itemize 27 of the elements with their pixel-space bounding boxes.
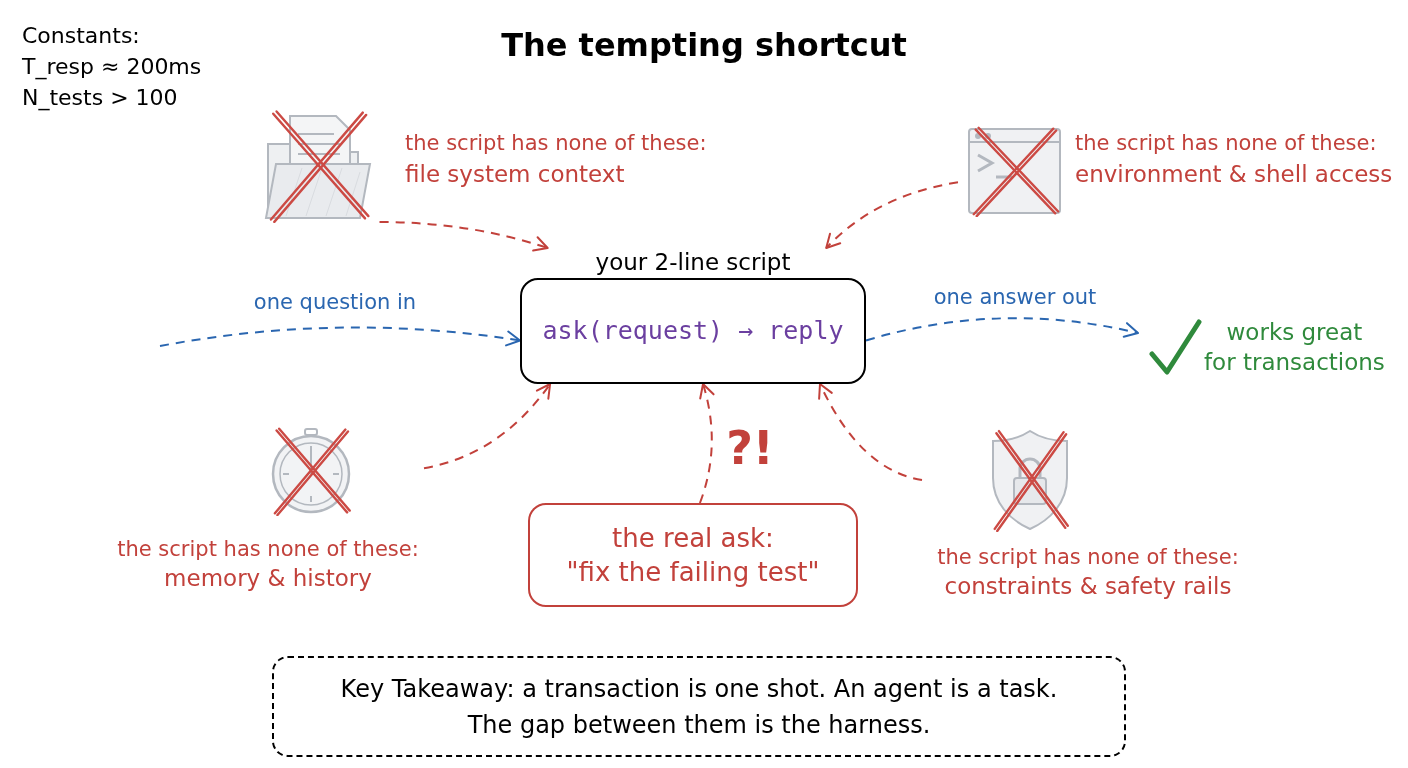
missing-feature-label: file system context (405, 160, 625, 189)
note-text: the script has none of these: (405, 130, 707, 157)
note-text: T_resp ≈ 200ms (22, 53, 202, 82)
dashed-arrow (423, 383, 552, 470)
dashed-arrow (818, 383, 923, 482)
callout-heading: the real ask: (612, 522, 774, 555)
dashed-arrow (698, 383, 715, 504)
box-heading: your 2-line script (595, 248, 791, 276)
result-note: works great for transactions (1204, 318, 1385, 377)
diagram-title: The tempting shortcut (501, 25, 907, 66)
takeaway-box (272, 656, 1126, 757)
code-text: ask(request) → reply (542, 315, 844, 347)
missing-feature-label: constraints & safety rails (944, 572, 1232, 601)
dashed-arrow (825, 181, 959, 249)
note-text: the script has none of these: (1075, 130, 1377, 157)
missing-feature-label: environment & shell access (1075, 160, 1393, 189)
note-text: the script has none of these: (117, 536, 419, 563)
takeaway-text: Key Takeaway: a transaction is one shot. An agent is a task. The gap between them is the harness. (339, 673, 1059, 741)
note-heading: Constants: (22, 22, 140, 50)
dashed-arrow (865, 317, 1139, 342)
dashed-arrow (159, 326, 521, 347)
note-text: N_tests > 100 (22, 84, 178, 113)
missing-feature-label: memory & history (164, 564, 372, 593)
dashed-arrow (378, 221, 549, 252)
callout-quote: "fix the failing test" (566, 556, 820, 589)
callout-box (528, 503, 858, 607)
note-text: the script has none of these: (937, 544, 1239, 571)
